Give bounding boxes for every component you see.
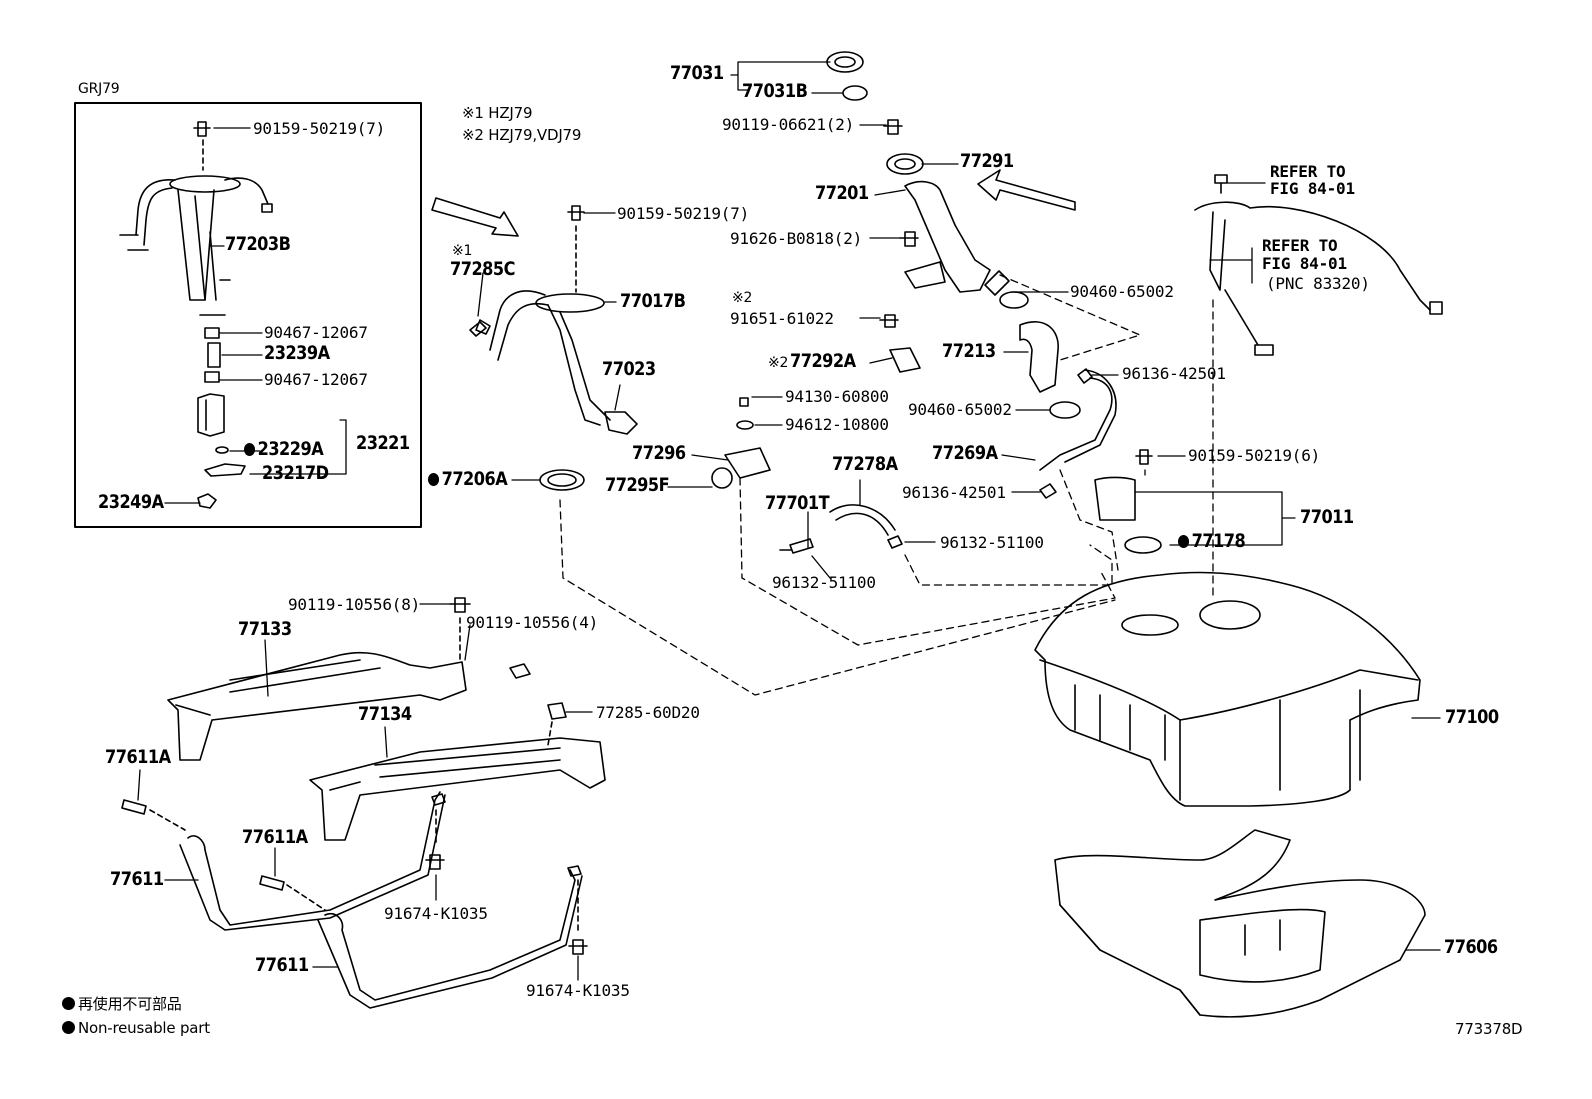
diagram-id: 773378D [1455, 1020, 1523, 1038]
fuel-pump-assembly-drawing [119, 121, 273, 509]
part-77134: 77134 [358, 703, 412, 725]
frame-title: GRJ79 [78, 81, 120, 97]
part-90159-50219-7-mid: 90159-50219(7) [617, 204, 750, 223]
part-90119-06621-2: 90119-06621(2) [722, 115, 855, 134]
part-94130-60800: 94130-60800 [785, 387, 889, 406]
part-77133: 77133 [238, 618, 292, 640]
part-77611a-a: 77611A [105, 746, 171, 768]
part-23217d: 23217D [262, 462, 329, 484]
part-91626-b0818-2: 91626-B0818(2) [730, 229, 863, 248]
part-77606: 77606 [1444, 936, 1498, 958]
part-94612-10800: 94612-10800 [785, 415, 889, 434]
part-90119-10556-8: 90119-10556(8) [288, 595, 421, 614]
part-23221: 23221 [356, 432, 410, 454]
part-77011: 77011 [1300, 506, 1354, 528]
part-77031: 77031 [670, 62, 724, 84]
note-2: ※2 HZJ79,VDJ79 [462, 126, 582, 144]
part-90467-12067-a: 90467-12067 [264, 323, 368, 342]
part-77269a: 77269A [932, 442, 998, 464]
legend-en: Non-reusable part [62, 1019, 210, 1037]
part-77201: 77201 [815, 182, 869, 204]
legend-jp: 再使用不可部品 [62, 995, 182, 1013]
part-77285c: 77285C [450, 258, 515, 280]
part-96136-42501-b: 96136-42501 [902, 483, 1006, 502]
part-91674-k1035-a: 91674-K1035 [384, 904, 488, 923]
part-23249a: 23249A [98, 491, 164, 513]
part-77213: 77213 [942, 340, 996, 362]
part-77278a: 77278A [832, 453, 898, 475]
part-90159-50219-7-box: 90159-50219(7) [253, 119, 386, 138]
part-77100: 77100 [1445, 706, 1499, 728]
part-77178: 77178 [1178, 532, 1246, 551]
part-77292a: 77292A [790, 350, 856, 372]
part-23239a: 23239A [264, 342, 330, 364]
part-96136-42501-a: 96136-42501 [1122, 364, 1226, 383]
part-91674-k1035-b: 91674-K1035 [526, 981, 630, 1000]
part-90159-50219-6: 90159-50219(6) [1188, 446, 1321, 465]
refer-2-line3: (PNC 83320) [1266, 274, 1370, 293]
part-77031b: 77031B [742, 80, 808, 102]
part-77296: 77296 [632, 442, 686, 464]
part-77023: 77023 [602, 358, 656, 380]
leader-lines [137, 61, 1441, 981]
grj79-frame [74, 102, 422, 528]
refer-2-line2: FIG 84-01 [1262, 254, 1347, 273]
part-77611-a: 77611 [110, 868, 164, 890]
part-77611-b: 77611 [255, 954, 309, 976]
part-23229a: 23229A [244, 440, 324, 459]
part-77611a-b: 77611A [242, 826, 308, 848]
part-90467-12067-b: 90467-12067 [264, 370, 368, 389]
filler-pipe-drawing [711, 51, 1443, 554]
mark-2: ※2 [732, 290, 753, 306]
part-96132-51100-a: 96132-51100 [940, 533, 1044, 552]
part-96132-51100-b: 96132-51100 [772, 573, 876, 592]
part-77203b: 77203B [225, 233, 291, 255]
note-1: ※1 HZJ79 [462, 104, 533, 122]
part-91651-61022: 91651-61022 [730, 309, 834, 328]
refer-2-line1: REFER TO [1262, 236, 1338, 255]
fuel-tank-drawing [1034, 571, 1426, 1018]
part-77701t: 77701T [765, 492, 830, 514]
part-77285-60d20: 77285-60D20 [596, 703, 700, 722]
mark-1-77285c: ※1 [452, 243, 473, 259]
mark-2-77292a: ※2 [768, 355, 789, 371]
dashed-routing [559, 274, 1214, 696]
part-77017b: 77017B [620, 290, 686, 312]
refer-1-line2: FIG 84-01 [1270, 179, 1355, 198]
part-77291: 77291 [960, 150, 1014, 172]
part-90460-65002-b: 90460-65002 [908, 400, 1012, 419]
part-77206a: 77206A [428, 470, 508, 489]
part-77295f: 77295F [605, 474, 670, 496]
part-90460-65002-a: 90460-65002 [1070, 282, 1174, 301]
part-90119-10556-4: 90119-10556(4) [466, 613, 599, 632]
brackets-straps-drawing [121, 597, 606, 1009]
sender-gauge-drawing [431, 197, 638, 491]
refer-1-line1: REFER TO [1270, 162, 1346, 181]
